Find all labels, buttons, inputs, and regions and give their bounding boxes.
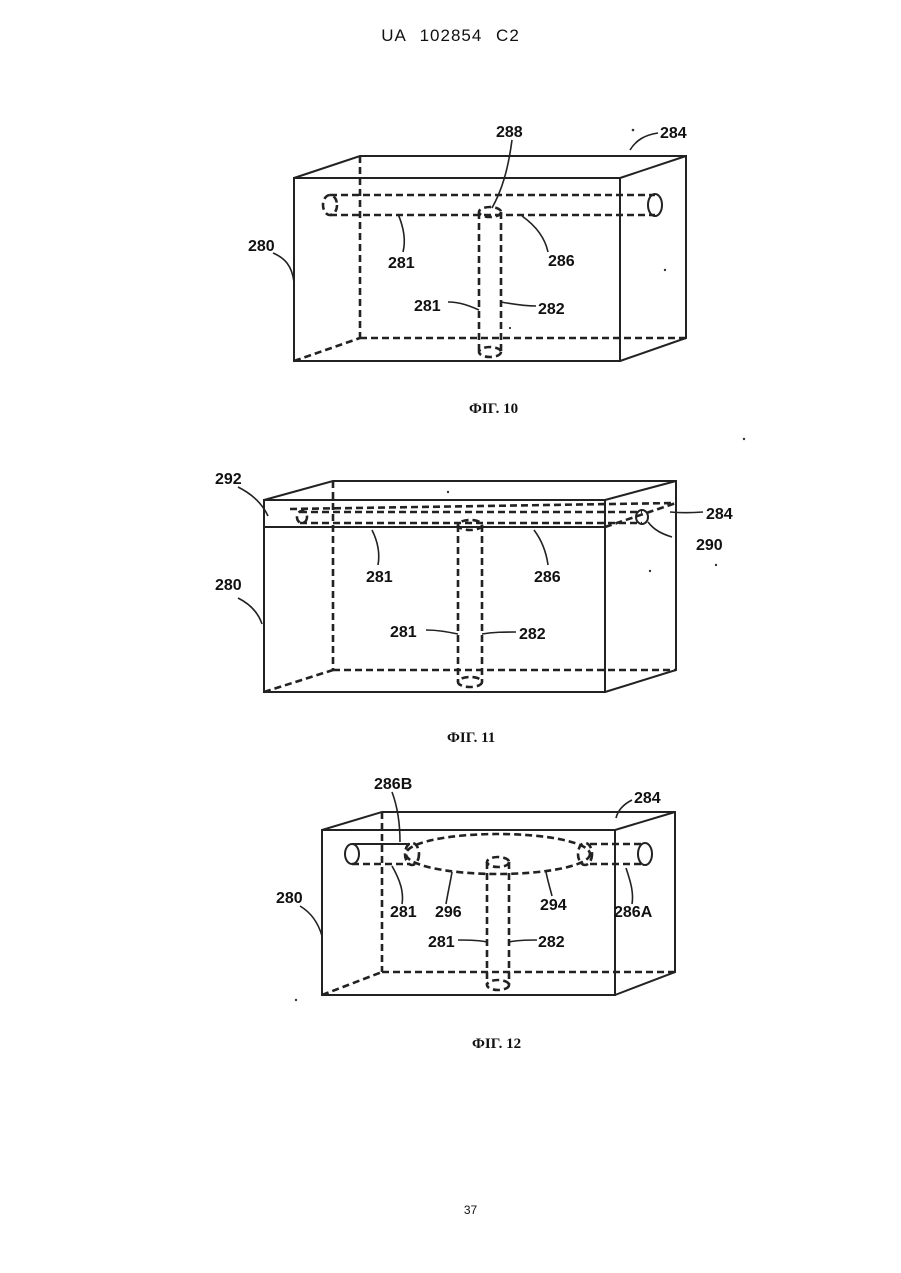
label-282: 282 — [519, 626, 546, 643]
box-top-right-edge — [620, 156, 686, 178]
leader-281a — [372, 530, 379, 565]
pipe-282-top-end — [487, 857, 509, 867]
leader-290 — [648, 522, 672, 537]
label-296: 296 — [435, 904, 462, 921]
label-284: 284 — [634, 790, 661, 807]
label-282: 282 — [538, 301, 565, 318]
pipe-286B-left-end — [345, 844, 359, 864]
leader-281b — [458, 940, 487, 942]
pipe-282-bottom-end — [487, 980, 509, 990]
leader-286 — [534, 530, 548, 565]
box-front-face — [264, 500, 605, 692]
label-281a: 281 — [388, 255, 415, 272]
leader-296 — [446, 872, 452, 904]
pipe-286-left-end — [323, 195, 337, 215]
pipe-282-top-end — [458, 520, 482, 530]
leader-288 — [492, 140, 512, 208]
leader-286 — [522, 216, 548, 252]
label-280: 280 — [248, 238, 275, 255]
pipe-286-right-end — [648, 194, 662, 216]
label-290: 290 — [696, 537, 723, 554]
label-288: 288 — [496, 124, 523, 141]
label-292: 292 — [215, 471, 242, 488]
figure-caption-11: ФІГ. 11 — [447, 730, 495, 747]
label-280: 280 — [215, 577, 242, 594]
box-top-right-edge — [615, 812, 675, 830]
leader-281a — [398, 214, 404, 252]
leader-282 — [501, 302, 536, 306]
figure-10: 288 284 280 281 286 281 282 — [248, 124, 687, 361]
pipe-282-bottom-end — [458, 677, 482, 687]
label-284: 284 — [706, 506, 733, 523]
leader-294 — [546, 872, 552, 896]
label-282: 282 — [538, 934, 565, 951]
leader-280 — [273, 253, 294, 282]
hidden-edge-diagonal — [294, 338, 360, 361]
plate-292-back — [290, 503, 676, 509]
box-front-face — [322, 830, 615, 995]
box-back-edges — [294, 156, 686, 361]
leader-284 — [670, 512, 703, 513]
box-top-right-edge — [605, 481, 676, 500]
label-294: 294 — [540, 897, 567, 914]
figure-11: 292 284 290 280 281 286 281 282 — [215, 471, 733, 692]
hidden-edge-diagonal — [322, 972, 382, 995]
page-number: 37 — [0, 1203, 901, 1217]
figure-12: 286B 284 280 281 296 294 286A 281 282 — [276, 776, 675, 995]
leader-281b — [426, 630, 458, 634]
leader-282 — [509, 940, 537, 942]
figure-caption-12: ФІГ. 12 — [472, 1036, 521, 1053]
leader-286A — [626, 868, 633, 904]
hidden-edge-diagonal — [264, 670, 333, 692]
leader-282 — [482, 632, 516, 634]
label-281b: 281 — [414, 298, 441, 315]
leader-286B — [392, 792, 400, 842]
label-286A: 286A — [614, 904, 653, 921]
figure-caption-10: ФІГ. 10 — [469, 401, 518, 418]
label-281b: 281 — [390, 624, 417, 641]
label-281a: 281 — [366, 569, 393, 586]
label-286: 286 — [548, 253, 575, 270]
leader-284 — [616, 800, 632, 818]
pipe-282-bottom-end — [479, 347, 501, 357]
pipe-286A-right-end — [638, 843, 652, 865]
label-284: 284 — [660, 125, 687, 142]
leader-284 — [630, 133, 658, 150]
leader-281a — [392, 866, 403, 904]
label-286B: 286B — [374, 776, 412, 793]
label-286: 286 — [534, 569, 561, 586]
leader-280 — [300, 906, 322, 936]
leader-280 — [238, 598, 262, 624]
scan-speckles — [295, 129, 745, 1002]
label-280: 280 — [276, 890, 303, 907]
leader-281b — [448, 302, 479, 310]
label-281a: 281 — [390, 904, 417, 921]
label-281b: 281 — [428, 934, 455, 951]
